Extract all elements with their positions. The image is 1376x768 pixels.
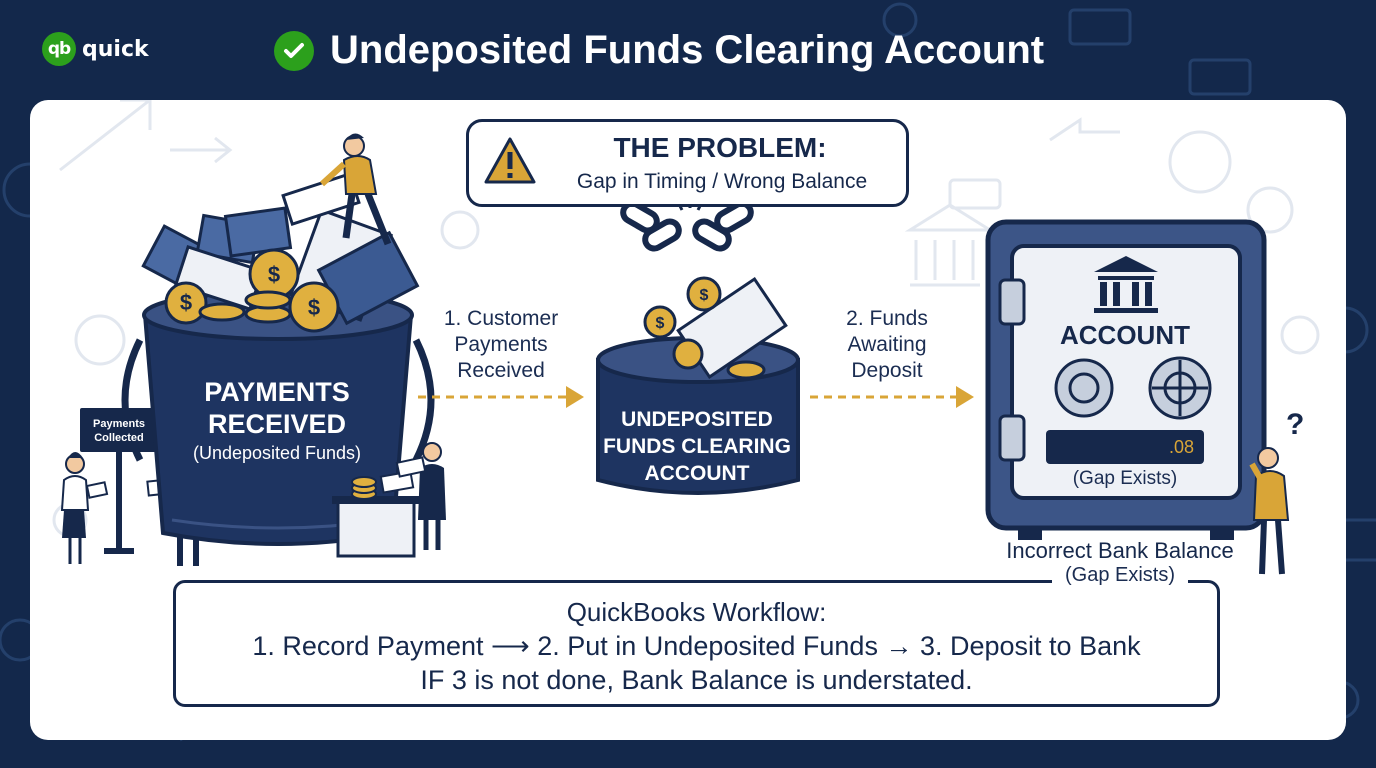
account-safe xyxy=(985,219,1267,540)
question-icon: ? xyxy=(1286,408,1304,441)
sign-post xyxy=(116,448,122,552)
bucket-label: PAYMENTS RECEIVED xyxy=(204,377,350,439)
page-title: Undeposited Funds Clearing Account xyxy=(330,28,1045,72)
clearing-account-label: UNDEPOSITED FUNDS CLEARING ACCOUNT xyxy=(603,408,791,485)
cashier-figure xyxy=(332,442,446,558)
diagram-panel: $$$ xyxy=(30,100,1346,740)
broken-chain-icon xyxy=(620,198,754,252)
arrow-icon: → xyxy=(885,631,913,661)
workflow-step3: 3. Deposit to Bank xyxy=(919,631,1141,661)
worker-on-bucket xyxy=(319,133,392,246)
payments-collected-sign xyxy=(80,408,156,452)
bucket-sublabel: (Undeposited Funds) xyxy=(192,443,362,463)
workflow-step2: 2. Put in Undeposited Funds xyxy=(537,631,878,661)
confused-person-figure: ? xyxy=(1249,408,1304,575)
brand-name: quick xyxy=(82,36,149,62)
problem-callout: THE PROBLEM: Gap in Timing / Wrong Balan… xyxy=(466,119,909,207)
sign-label: Payments Collected xyxy=(93,418,145,444)
clearing-account-bin: $$ xyxy=(596,276,800,495)
workflow-step1: 1. Record Payment xyxy=(252,631,484,661)
svg-text:$: $ xyxy=(308,295,320,320)
safe-gap-label: (Gap Exists) xyxy=(1072,468,1178,489)
problem-title: THE PROBLEM: xyxy=(613,132,827,163)
long-arrow-icon: ⟶ xyxy=(491,631,530,661)
incorrect-bank-balance-label: Incorrect Bank Balance xyxy=(1006,538,1234,563)
bank-icon xyxy=(1094,256,1158,313)
workflow-warning: IF 3 is not done, Bank Balance is unders… xyxy=(420,665,973,695)
logo-icon: qb xyxy=(42,32,76,66)
svg-text:$: $ xyxy=(656,315,665,332)
title-group: Undeposited Funds Clearing Account xyxy=(274,28,1044,73)
panel-decor xyxy=(52,100,1320,538)
svg-text:$: $ xyxy=(180,290,192,315)
account-label: ACCOUNT xyxy=(1060,320,1190,350)
check-icon xyxy=(274,30,314,71)
header: qb quick Undeposited Funds Clearing Acco… xyxy=(0,0,1376,100)
warning-icon xyxy=(484,137,536,184)
balance-display: .08 xyxy=(1046,430,1204,464)
incorrect-bank-balance-sublabel: (Gap Exists) xyxy=(1052,564,1188,587)
svg-text:$: $ xyxy=(268,262,280,287)
workflow-steps: 1. Record Payment ⟶ 2. Put in Undeposite… xyxy=(176,631,1217,662)
problem-subtitle: Gap in Timing / Wrong Balance xyxy=(576,170,868,193)
svg-text:$: $ xyxy=(700,287,709,304)
workflow-title: QuickBooks Workflow: xyxy=(566,597,827,627)
workflow-box: QuickBooks Workflow: 1. Record Payment ⟶… xyxy=(173,580,1220,707)
woman-figure xyxy=(60,452,109,564)
step1-label: 1. Customer Payments Received xyxy=(443,307,559,382)
logo: qb quick xyxy=(42,32,149,66)
step2-label: 2. Funds Awaiting Deposit xyxy=(846,307,928,382)
